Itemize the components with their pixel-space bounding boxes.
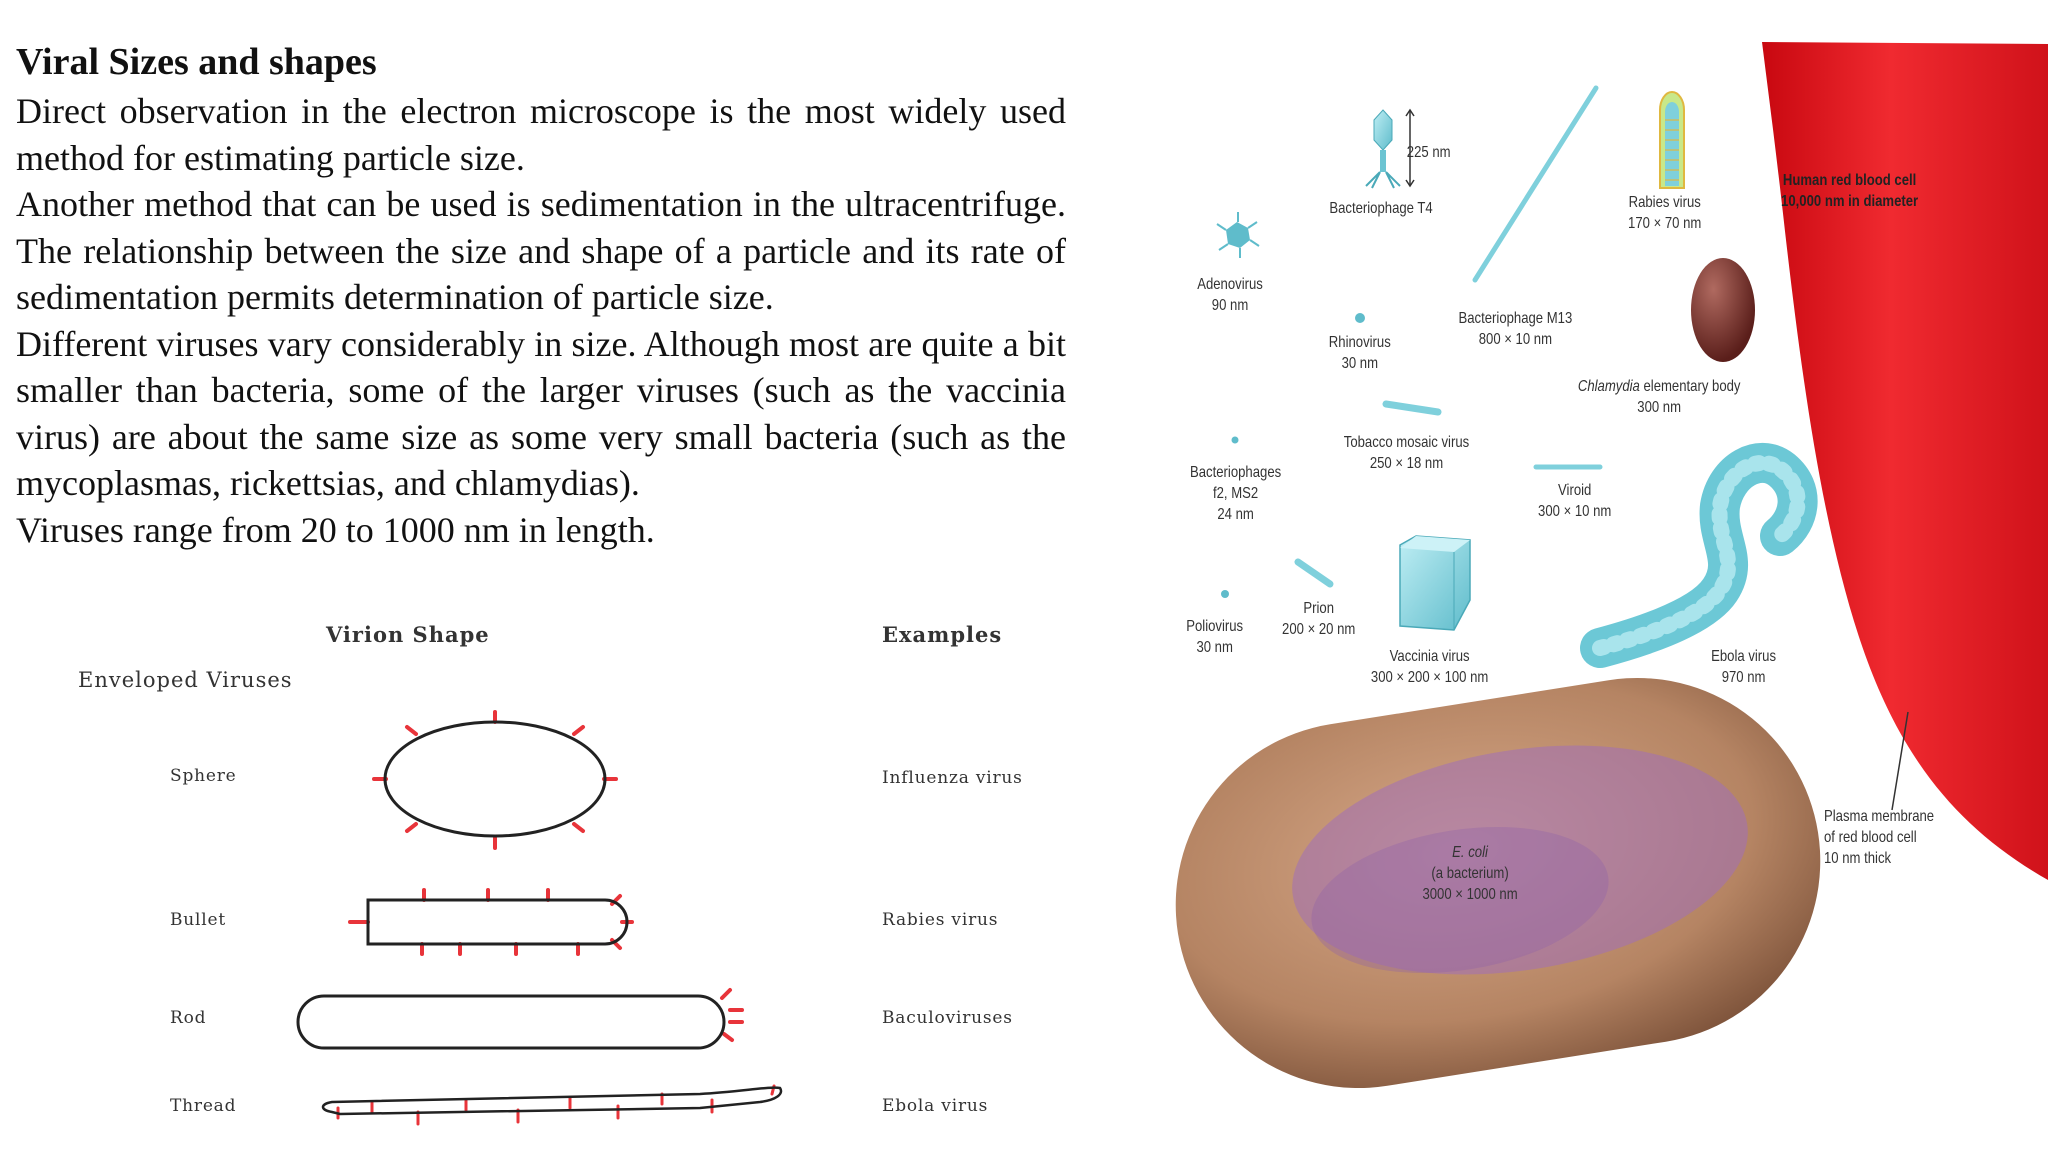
slide-title: Viral Sizes and shapes [16, 41, 377, 83]
shape-label-bullet: Bullet [170, 910, 227, 930]
bacteriophage-m13-shape [1472, 85, 1599, 283]
label-red-blood-cell: Human red blood cell 10,000 nm in diamet… [1781, 172, 1919, 210]
prion-shape [1294, 558, 1334, 588]
bacteriophage-t4-shape [1365, 108, 1415, 189]
group-enveloped-viruses: Enveloped Viruses [78, 668, 293, 692]
paragraph-virus-sizes: Different viruses vary considerably in s… [16, 323, 1066, 504]
label-prion: Prion 200 × 20 nm [1282, 600, 1356, 638]
example-label-rabies: Rabies virus [882, 910, 999, 930]
example-label-influenza: Influenza virus [882, 768, 1023, 788]
thread-shape [321, 1086, 783, 1116]
tobacco-mosaic-virus-shape [1382, 400, 1442, 416]
label-rabies: Rabies virus 170 × 70 nm [1628, 194, 1702, 232]
vaccinia-virus-shape [1399, 535, 1471, 631]
bullet-spikes [348, 888, 634, 956]
label-ecoli: E. coli (a bacterium) 3000 × 1000 nm [1422, 844, 1518, 903]
label-vaccinia: Vaccinia virus 300 × 200 × 100 nm [1370, 648, 1489, 686]
paragraph-size-range: Viruses range from 20 to 1000 nm in leng… [16, 509, 655, 550]
chlamydia-shape [1691, 258, 1755, 362]
ecoli-shape [1175, 677, 1821, 1089]
label-ebola-virus: Ebola virus 970 nm [1711, 648, 1777, 686]
red-blood-cell-shape [1762, 42, 2048, 880]
label-adenovirus: Adenovirus 90 nm [1197, 276, 1263, 314]
rod-spikes [720, 988, 744, 1042]
label-poliovirus: Poliovirus 30 nm [1186, 618, 1244, 656]
virion-shapes-drawing [296, 710, 783, 1126]
label-bacteriophage-m13: Bacteriophage M13 800 × 10 nm [1458, 310, 1573, 348]
example-label-ebola: Ebola virus [882, 1096, 989, 1116]
label-t4-scale: 225 nm [1406, 144, 1451, 161]
rhinovirus-shape [1355, 313, 1365, 323]
shape-label-sphere: Sphere [170, 766, 237, 786]
label-tobacco-mosaic: Tobacco mosaic virus 250 × 18 nm [1343, 434, 1470, 472]
virus-size-figure [1175, 42, 2048, 1089]
example-label-baculoviruses: Baculoviruses [882, 1008, 1013, 1028]
column-header-shape: Virion Shape [326, 622, 490, 647]
paragraph-electron-microscope: Direct observation in the electron micro… [16, 91, 1066, 178]
poliovirus-shape [1221, 590, 1229, 598]
sphere-shape [383, 720, 607, 838]
text-block: Viral Sizes and shapes Direct observatio… [16, 36, 1066, 553]
bacteriophage-f2-shape [1231, 436, 1239, 444]
ebola-virus-shape [1580, 443, 1818, 668]
sphere-spikes [372, 710, 618, 850]
label-viroid: Viroid 300 × 10 nm [1538, 482, 1612, 520]
label-bacteriophage-t4: Bacteriophage T4 [1329, 200, 1433, 217]
label-chlamydia: Chlamydia elementary body 300 nm [1577, 378, 1741, 416]
rod-shape [296, 994, 726, 1050]
label-rhinovirus: Rhinovirus 30 nm [1328, 334, 1391, 372]
rabies-virus-shape [1659, 91, 1685, 189]
label-bacteriophage-f2: Bacteriophages f2, MS2 24 nm [1190, 464, 1282, 523]
column-header-examples: Examples [882, 622, 1003, 647]
rbc-membrane-pointer [1891, 711, 1909, 811]
thread-spikes [336, 1084, 776, 1126]
paragraph-sedimentation: Another method that can be used is sedim… [16, 184, 1066, 317]
adenovirus-shape [1216, 212, 1260, 258]
shape-label-thread: Thread [170, 1096, 237, 1116]
bullet-shape [366, 898, 629, 946]
shape-label-rod: Rod [170, 1008, 207, 1028]
label-plasma-membrane: Plasma membrane of red blood cell 10 nm … [1824, 808, 1935, 867]
